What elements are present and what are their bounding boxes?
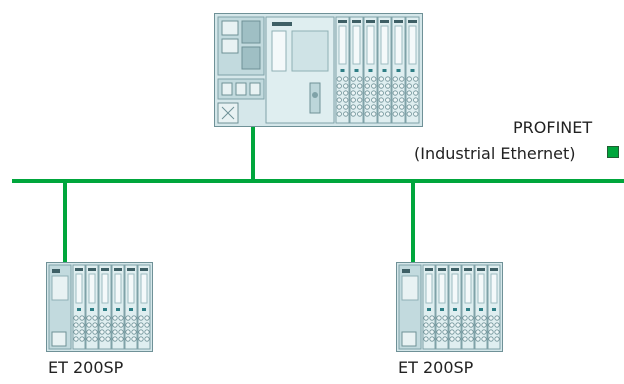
profinet-bus-line <box>12 179 624 183</box>
cpu-io-modules <box>335 16 420 124</box>
cpu-io-module <box>335 16 350 124</box>
et-io-module <box>422 264 436 350</box>
et200sp-right-graphic <box>396 262 503 352</box>
cpu-io-module <box>391 16 406 124</box>
et200sp-left-graphic <box>46 262 153 352</box>
et-io-module <box>435 264 449 350</box>
et200sp-station-left <box>46 262 153 352</box>
device-label-right: ET 200SP <box>398 358 474 377</box>
cpu-controller-graphic <box>214 13 423 127</box>
cpu-drop-line <box>251 126 255 181</box>
network-legend-swatch <box>607 146 619 158</box>
cpu-io-module <box>377 16 392 124</box>
left-drop-line <box>63 181 67 263</box>
cpu-io-module <box>349 16 364 124</box>
cpu-controller-device <box>214 13 423 127</box>
et-io-module <box>487 264 501 350</box>
network-subtitle-label: (Industrial Ethernet) <box>414 144 576 163</box>
network-name-label: PROFINET <box>513 118 593 137</box>
et-io-module <box>111 264 125 350</box>
right-drop-line <box>411 181 415 263</box>
et-io-module <box>98 264 112 350</box>
et-io-module <box>137 264 151 350</box>
et-io-module <box>474 264 488 350</box>
et-io-module <box>72 264 86 350</box>
cpu-io-module <box>405 16 420 124</box>
et200sp-station-right <box>396 262 503 352</box>
et-io-module <box>448 264 462 350</box>
et200sp-left-io-modules <box>72 264 151 350</box>
et-io-module <box>124 264 138 350</box>
device-label-left: ET 200SP <box>48 358 124 377</box>
et200sp-right-io-modules <box>422 264 501 350</box>
et-io-module <box>85 264 99 350</box>
cpu-io-module <box>363 16 378 124</box>
et-io-module <box>461 264 475 350</box>
